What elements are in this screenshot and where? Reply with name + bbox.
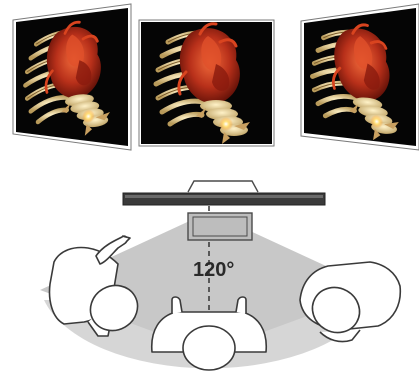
monitor-topdown xyxy=(123,181,325,240)
center-view-panel xyxy=(139,20,274,146)
viewing-angle-label: 120° xyxy=(193,259,234,281)
left-view-panel xyxy=(13,4,131,150)
right-view-panel xyxy=(301,4,419,150)
